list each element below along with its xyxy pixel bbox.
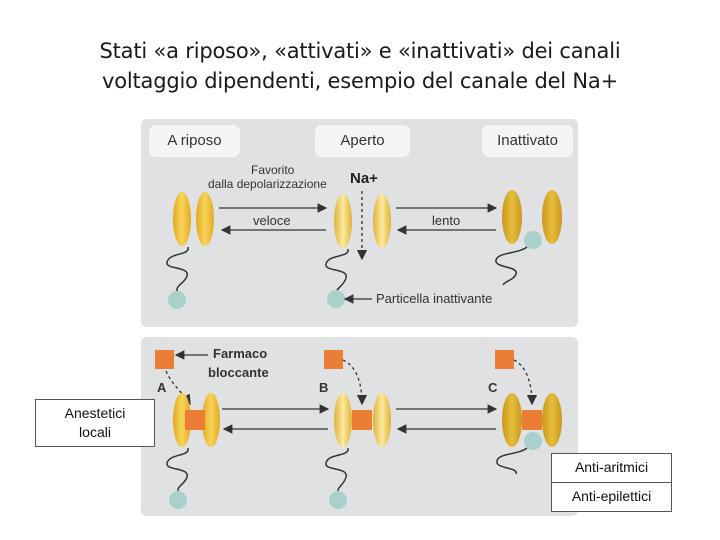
state-letter-b: B [319,380,329,395]
favored-label-line2: dalla depolarizzazione [208,177,327,191]
rest-inactivation-tether [166,246,189,292]
state-rest-label: A riposo [149,125,240,157]
blocked-open-drug [352,410,372,430]
fast-label: veloce [253,213,291,228]
inactivated-channel-right-subunit [542,190,562,244]
blocked-inactivated-left-subunit [502,393,522,447]
state-letter-c: C [488,380,498,395]
antiarrhythmics-callout: Anti-aritmici [551,453,672,483]
blocked-rest-drug [185,410,205,430]
drug-c-binding-arrow [513,359,538,406]
blocked-open-particle [329,491,347,509]
slide-title-line2: voltaggio dipendenti, esempio del canale… [102,69,618,93]
blocked-inactivated-channel [496,393,562,475]
open-channel-right-subunit [373,194,391,248]
inactivated-channel [495,190,562,286]
local-anesthetics-line2: locali [79,424,111,440]
slide-title-line1: Stati «a riposo», «attivati» e «inattiva… [99,39,621,63]
blocked-open-channel [325,393,391,509]
blocked-open-left-subunit [334,393,352,447]
blocked-rest-right-subunit [202,393,220,447]
favored-label-line1: Favorito [251,163,295,177]
drug-label-line1: Farmaco [213,346,268,361]
blocked-inactivated-right-subunit [542,393,562,447]
state-letter-a: A [157,380,167,395]
open-inactivating-particle [327,290,345,308]
blocked-rest-channel [166,393,220,509]
local-anesthetics-callout: Anestetici locali [35,399,155,447]
blocked-rest-particle [169,491,187,509]
rest-channel-left-subunit [173,192,191,246]
blocked-rest-left-subunit [173,393,191,447]
open-inactivation-tether [325,248,349,294]
inactivating-particle-label: Particella inattivante [376,291,493,306]
slow-label: lento [432,213,461,228]
local-anesthetics-line1: Anestetici [64,405,126,421]
open-channel [325,191,391,308]
state-inactivated-label: Inattivato [482,125,573,157]
rest-channel [166,192,214,309]
drug-c [495,350,514,369]
blocked-inactivated-drug [522,410,542,430]
rest-channel-right-subunit [196,192,214,246]
na-ion-label: Na+ [350,170,378,187]
state-open-label: Aperto [315,125,410,157]
blocked-open-tether [325,447,349,493]
slide-title: Stati «a riposo», «attivati» e «inattiva… [30,36,690,96]
blocked-inactivated-particle [524,432,542,450]
open-channel-left-subunit [334,194,352,248]
blocked-open-right-subunit [373,393,391,447]
inactivated-channel-left-subunit [502,190,522,244]
blocked-rest-tether [166,447,189,492]
antiepileptics-callout: Anti-epilettici [551,482,672,512]
inactivated-tether [495,246,528,286]
drug-label-line2: bloccante [208,365,269,380]
blocked-inactivated-tether [496,447,528,475]
drug-b [324,350,343,369]
rest-inactivating-particle [168,291,186,309]
drug-a [155,350,174,369]
inactivated-plug-particle [524,231,542,249]
